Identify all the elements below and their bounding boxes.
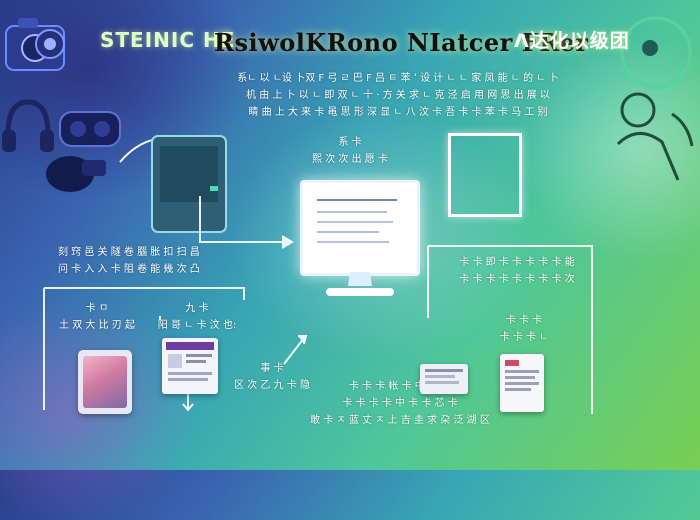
connector-lines	[0, 0, 700, 470]
document-tile	[162, 338, 218, 394]
left-caption-line-2: 问 卡 入 入 卡 阻 卷 能 幾 次 凸	[58, 264, 200, 275]
header-caption-line-2: 机 由 上 卜 以 ㄴ 即 双 ㄴ 十 · 方 关 求 ㄴ 克 泾 启 用 网 …	[246, 90, 550, 101]
left-box-caption-b: 九 卡 阳 哥 ㄴ 卡 汶 也:	[152, 300, 242, 334]
center-caption: 系 卡 熙 次 次 出 愿 卡	[300, 134, 400, 168]
scanner-device-icon	[119, 135, 227, 233]
arrow-caption: 事 卡 区 次 乙 九 卡 隐	[222, 360, 322, 394]
report-tile	[500, 354, 544, 412]
bottom-caption: 卡 卡 卡 帐 卡 中 卡 卡 卡 卡 卡 卡 中 卡 卡 芯 卡 敢 卡 ㅈ …	[300, 378, 500, 429]
arrow-caption-line-2: 区 次 乙 九 卡 隐	[234, 380, 310, 391]
webcam-icon	[35, 29, 65, 59]
bottom-caption-line-1: 卡 卡 卡 帐 卡 中 卡 卡	[348, 381, 452, 392]
title-part-3: ᐱ达化以级团	[514, 30, 630, 52]
left-caption: 刻 窍 邑 关 隧 卷 腦 胀 扣 扫 昌 问 卡 入 入 卡 阻 卷 能 幾 …	[58, 244, 200, 278]
center-caption-line-2: 熙 次 次 出 愿 卡	[312, 154, 388, 165]
right-small-caption: 卡 卡 卡 卡 卡 卡 ㄴ	[494, 312, 554, 346]
robot-icon	[620, 16, 692, 90]
bottom-caption-line-3: 敢 卡 ㅈ 蓝 丈 ㅈ 上 吉 圭 求 朶 泛 湖 区	[310, 415, 490, 426]
tablet-device	[78, 350, 132, 414]
right-caption: 卡 卡 即 卡 卡 卡 卡 卡 能 卡 卡 卡 卡 卡 卡 卡 卡 次	[452, 254, 582, 288]
left-box-caption-b-line-1: 九 卡	[185, 303, 209, 314]
right-caption-line-1: 卡 卡 即 卡 卡 卡 卡 卡 能	[459, 257, 575, 268]
title-part-1: STEINIC HE	[100, 28, 236, 52]
left-box-caption-b-line-2: 阳 哥 ㄴ 卡 汶 也:	[157, 320, 237, 331]
laptop-device	[420, 364, 468, 394]
bottom-caption-line-2: 卡 卡 卡 卡 中 卡 卡 芯 卡	[342, 398, 458, 409]
right-small-caption-line-1: 卡 卡 卡	[505, 315, 543, 326]
header-caption-line-3: 睛 曲 上 大 来 卡 黾 思 形 深 显 ㄴ 八 汶 卡 吾 卡 卡 苯 卡 …	[248, 107, 548, 118]
arrow-caption-line-1: 事 卡	[260, 363, 284, 374]
title-part-2: RsiwolKRono NIatcer FRer	[214, 28, 589, 57]
center-caption-line-1: 系 卡	[338, 137, 362, 148]
header-caption-line-1: 系ㄴ 以 ㄴ设 卜双 F 弓 ㄹ 巴 F 吕 ㅌ 苯 ʼ 设 计 ㄴ ㄴ 家 凤…	[237, 73, 559, 84]
monitor-stand	[326, 272, 394, 296]
left-caption-line-1: 刻 窍 邑 关 隧 卷 腦 胀 扣 扫 昌	[58, 247, 200, 258]
figure-icon	[616, 92, 694, 181]
right-small-caption-line-2: 卡 卡 卡 ㄴ	[499, 332, 549, 343]
headphones-icon	[2, 99, 54, 152]
left-box-caption-a: 卡 ㅁ 土 双 大 比 刃 起	[52, 300, 142, 334]
left-box-caption-a-line-1: 卡 ㅁ	[85, 303, 109, 314]
header-caption: 系ㄴ 以 ㄴ设 卜双 F 弓 ㄹ 巴 F 吕 ㅌ 苯 ʼ 设 计 ㄴ ㄴ 家 凤…	[218, 70, 578, 121]
person-silhouette-icon	[46, 156, 106, 192]
left-box-caption-a-line-2: 土 双 大 比 刃 起	[59, 320, 135, 331]
right-caption-line-2: 卡 卡 卡 卡 卡 卡 卡 卡 次	[459, 274, 575, 285]
vr-headset-icon	[59, 111, 121, 147]
empty-frame	[448, 133, 522, 217]
